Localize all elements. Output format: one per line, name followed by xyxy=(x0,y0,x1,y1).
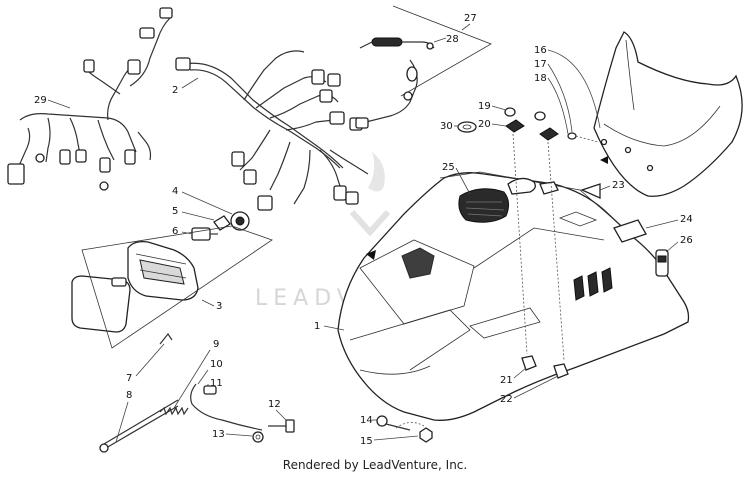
callout-18: 18 xyxy=(534,73,569,135)
callout-11: 11 xyxy=(207,378,223,389)
callout-29: 29 xyxy=(34,95,71,109)
callout-7: 7 xyxy=(126,343,165,384)
windshield-washer-18[interactable] xyxy=(600,156,608,164)
decal-23[interactable] xyxy=(580,183,601,200)
screw-12[interactable] xyxy=(268,419,295,433)
nut-15[interactable] xyxy=(395,422,433,443)
callout-1: 1 xyxy=(314,321,345,332)
svg-text:29: 29 xyxy=(34,95,47,106)
svg-text:21: 21 xyxy=(500,375,513,386)
mount-clip-7[interactable] xyxy=(159,332,173,345)
callout-28: 28 xyxy=(433,34,459,45)
dashed-lines-hood xyxy=(512,133,565,361)
callout-10: 10 xyxy=(197,359,223,385)
svg-text:7: 7 xyxy=(126,373,132,384)
headlight-housing-3[interactable] xyxy=(71,225,273,349)
svg-text:24: 24 xyxy=(680,214,693,225)
callout-20: 20 xyxy=(478,119,507,130)
hood-latch-26[interactable] xyxy=(655,249,669,277)
callout-13: 13 xyxy=(212,429,253,440)
connector-28[interactable] xyxy=(359,37,435,50)
accessory-wiring-27[interactable] xyxy=(355,5,492,129)
svg-text:25: 25 xyxy=(442,162,455,173)
callout-9: 9 xyxy=(173,339,219,409)
callout-19: 19 xyxy=(478,101,507,112)
callout-21: 21 xyxy=(500,367,527,386)
callout-30: 30 xyxy=(440,121,458,132)
svg-text:18: 18 xyxy=(534,73,547,84)
svg-text:4: 4 xyxy=(172,186,178,197)
svg-text:11: 11 xyxy=(210,378,223,389)
svg-text:30: 30 xyxy=(440,121,453,132)
svg-text:9: 9 xyxy=(213,339,219,350)
svg-text:16: 16 xyxy=(534,45,547,56)
bulb-retainer-5[interactable] xyxy=(213,215,231,231)
windshield-fastener-17[interactable] xyxy=(567,132,599,143)
callout-15: 15 xyxy=(360,435,419,447)
svg-text:12: 12 xyxy=(268,399,281,410)
callout-25: 25 xyxy=(442,162,471,195)
spring-9[interactable] xyxy=(159,406,189,416)
svg-text:6: 6 xyxy=(172,226,178,237)
svg-text:10: 10 xyxy=(210,359,223,370)
svg-text:27: 27 xyxy=(464,13,477,24)
callout-4: 4 xyxy=(172,186,233,215)
nut-19[interactable] xyxy=(504,107,546,121)
callout-5: 5 xyxy=(172,206,215,221)
callout-26: 26 xyxy=(665,235,693,253)
vent-grille-25[interactable] xyxy=(458,188,510,223)
svg-text:23: 23 xyxy=(612,180,625,191)
svg-text:22: 22 xyxy=(500,394,513,405)
fastener-21[interactable] xyxy=(521,355,537,371)
cable-10[interactable] xyxy=(190,383,263,431)
callout-16: 16 xyxy=(534,45,601,129)
callout-3: 3 xyxy=(201,299,222,312)
decal-24[interactable] xyxy=(613,219,647,243)
callout-27: 27 xyxy=(461,13,477,31)
svg-text:20: 20 xyxy=(478,119,491,130)
svg-text:2: 2 xyxy=(172,85,178,96)
svg-text:3: 3 xyxy=(216,301,222,312)
bolt-8[interactable] xyxy=(99,399,179,453)
callout-24: 24 xyxy=(645,214,693,229)
wiring-harness-2[interactable] xyxy=(175,50,369,211)
svg-text:17: 17 xyxy=(534,59,547,70)
svg-text:19: 19 xyxy=(478,101,491,112)
windshield-16[interactable] xyxy=(593,31,743,197)
screw-14[interactable] xyxy=(376,415,411,431)
footer-credit: Rendered by LeadVenture, Inc. xyxy=(282,458,468,472)
callout-12: 12 xyxy=(268,399,287,421)
callout-23: 23 xyxy=(599,180,625,191)
svg-text:1: 1 xyxy=(314,321,320,332)
bracket-20[interactable] xyxy=(505,119,559,141)
arrow-marker-hood xyxy=(366,250,376,260)
fastener-22[interactable] xyxy=(553,363,569,379)
callout-2: 2 xyxy=(172,77,199,96)
wiring-harness-29[interactable] xyxy=(7,7,173,191)
emblem-30[interactable] xyxy=(457,121,477,133)
svg-text:13: 13 xyxy=(212,429,225,440)
svg-text:15: 15 xyxy=(360,436,373,447)
svg-text:8: 8 xyxy=(126,390,132,401)
callout-14: 14 xyxy=(360,415,378,426)
svg-text:26: 26 xyxy=(680,235,693,246)
callout-17: 17 xyxy=(534,59,573,133)
callout-6: 6 xyxy=(172,226,193,237)
callout-8: 8 xyxy=(115,390,132,443)
svg-text:5: 5 xyxy=(172,206,178,217)
callout-22: 22 xyxy=(500,375,559,405)
bulb-socket-6[interactable] xyxy=(191,227,218,241)
svg-text:28: 28 xyxy=(446,34,459,45)
headlight-bulb-4[interactable] xyxy=(230,211,250,231)
svg-text:14: 14 xyxy=(360,415,373,426)
hood-1[interactable] xyxy=(337,171,690,421)
washer-13[interactable] xyxy=(252,431,264,443)
clip-11[interactable] xyxy=(203,385,217,395)
